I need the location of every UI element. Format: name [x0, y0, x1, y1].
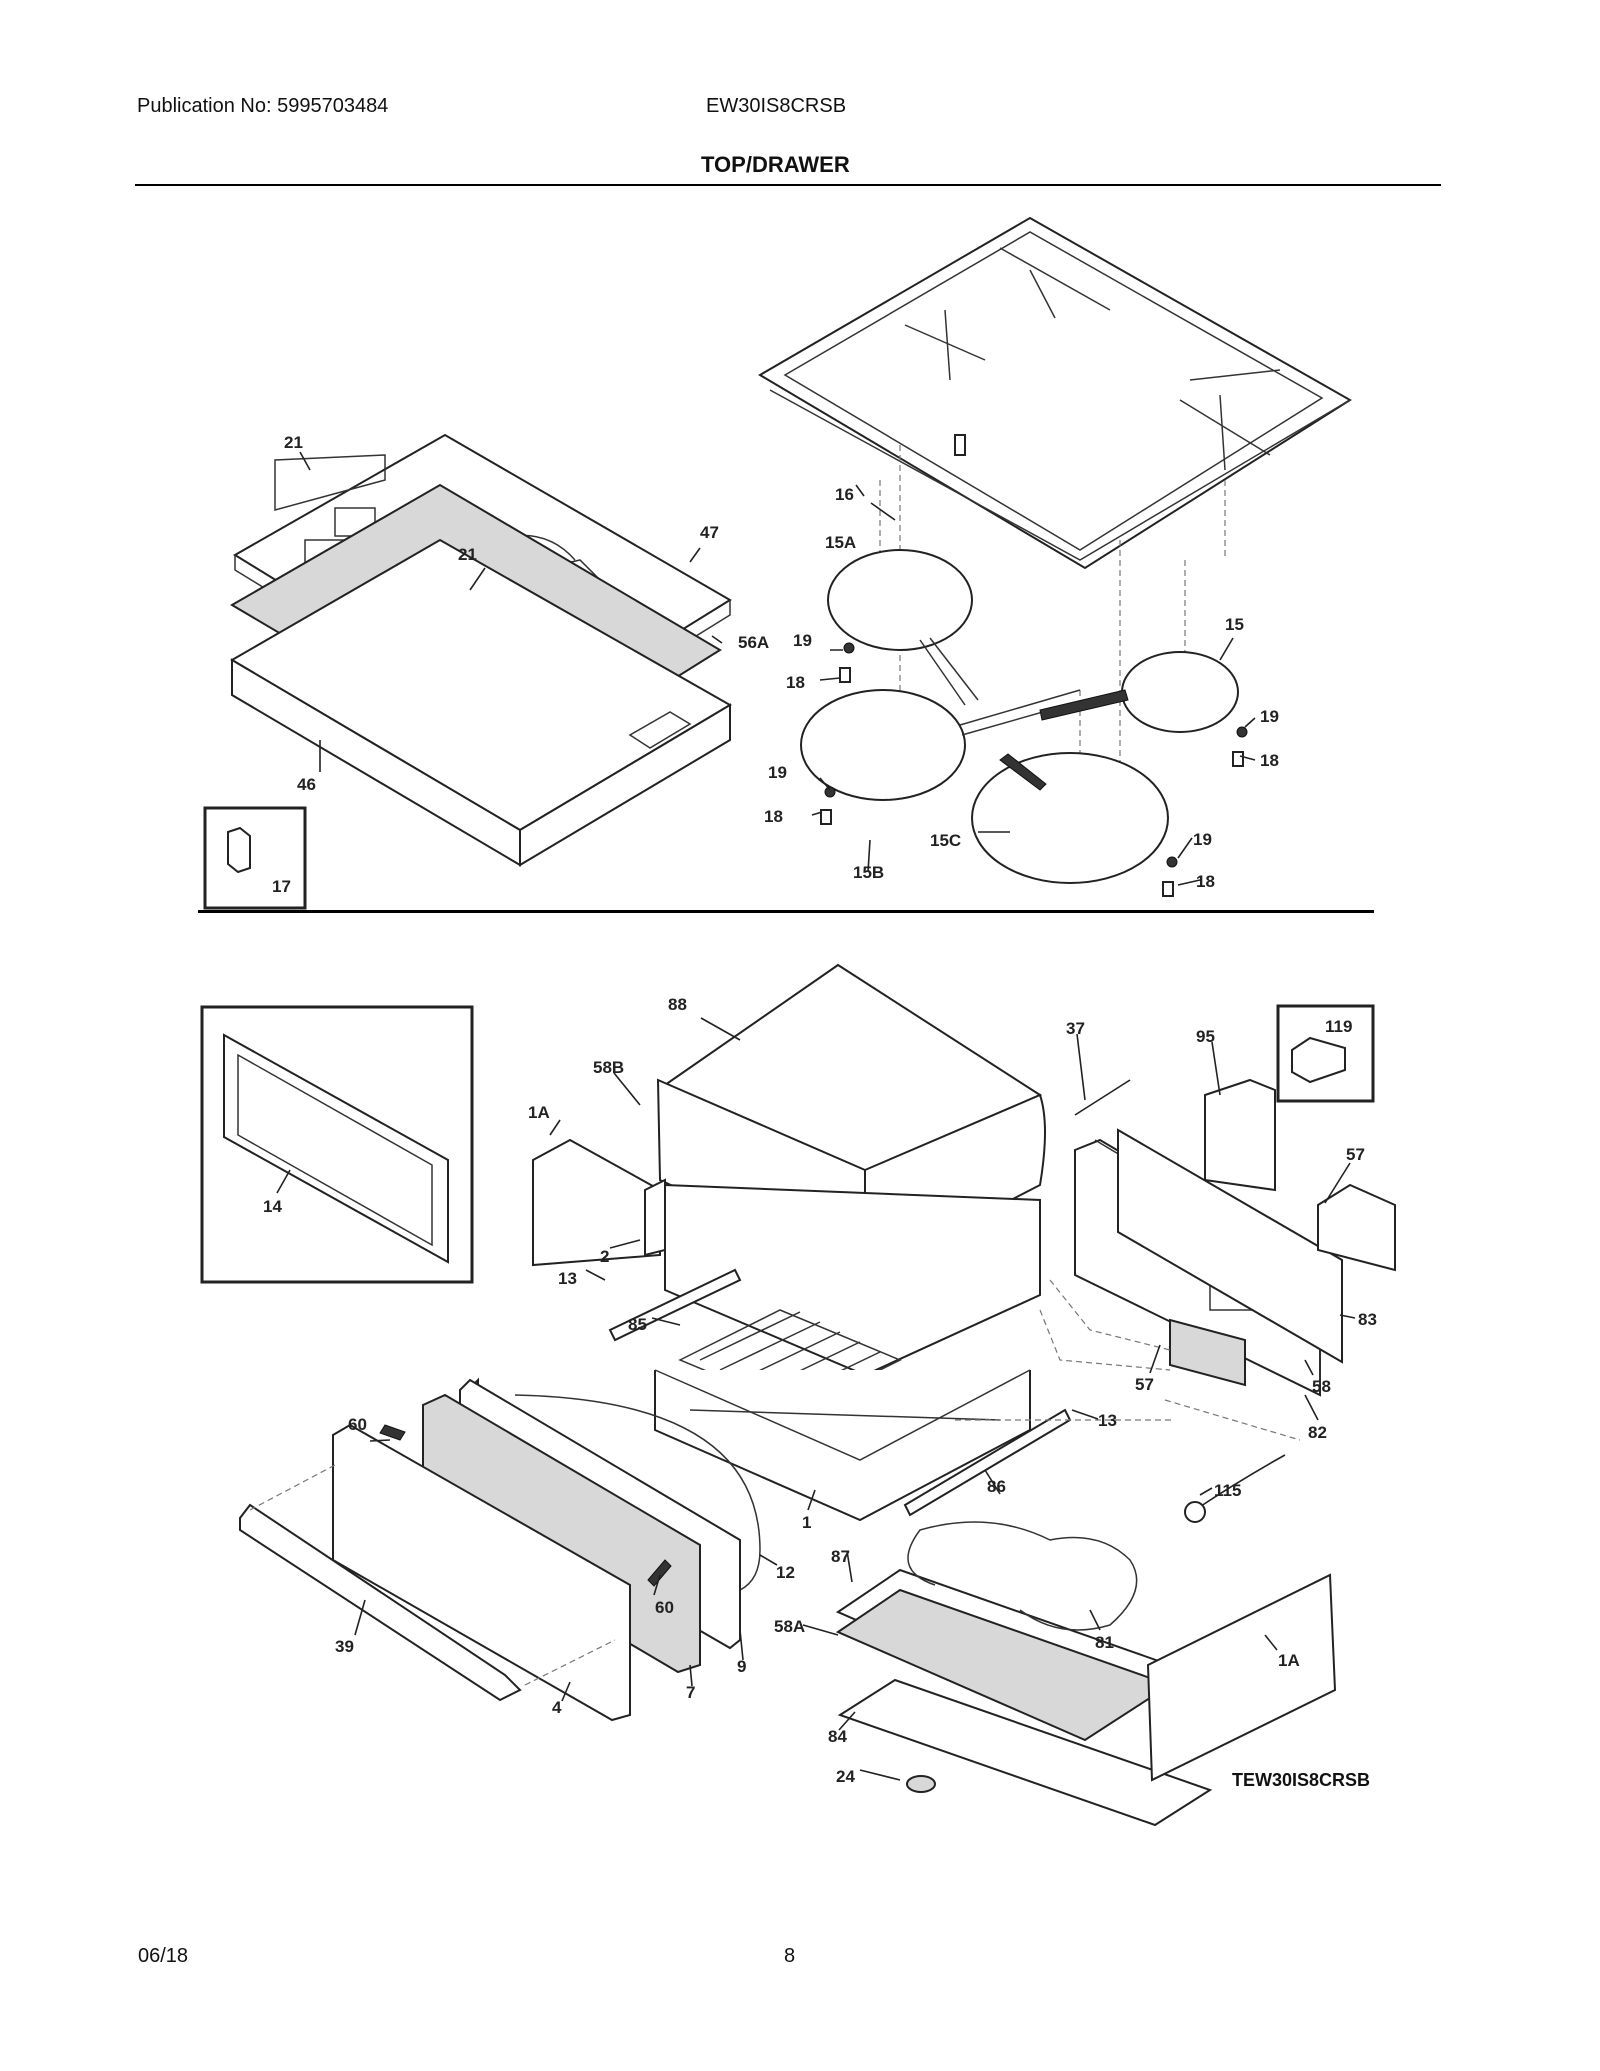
label-60: 60 — [655, 1598, 674, 1617]
label-13: 13 — [558, 1269, 577, 1288]
label-19: 19 — [1193, 830, 1212, 849]
footer-date: 06/18 — [138, 1945, 189, 1967]
foot-part-24 — [906, 1775, 936, 1793]
label-15A: 15A — [825, 533, 856, 552]
label-119: 119 — [1325, 1017, 1352, 1036]
label-19: 19 — [793, 631, 812, 650]
label-95: 95 — [1196, 1027, 1215, 1046]
cooktop-glass-part-16 — [758, 216, 1352, 570]
label-57: 57 — [1135, 1375, 1154, 1394]
section-title: TOP/DRAWER — [701, 152, 850, 177]
label-86: 86 — [987, 1477, 1006, 1496]
screw-part-60-bottom — [647, 1559, 672, 1587]
label-1A: 1A — [528, 1103, 550, 1122]
wire-part-115 — [1194, 1454, 1286, 1511]
bracket-part-17 — [227, 826, 251, 874]
label-14: 14 — [263, 1197, 282, 1216]
inset-box-119 — [1276, 1004, 1375, 1103]
label-9: 9 — [737, 1657, 746, 1676]
label-24: 24 — [836, 1767, 855, 1786]
label-17: 17 — [272, 877, 291, 896]
element-part-15C — [971, 752, 1169, 884]
label-83: 83 — [1358, 1310, 1377, 1329]
label-37: 37 — [1066, 1019, 1085, 1038]
part-labels: 21 21 47 16 15A 15 56A 19 18 19 18 19 18… — [263, 433, 1377, 1786]
label-81: 81 — [1095, 1633, 1114, 1652]
drawer-liner — [664, 1183, 1041, 1377]
clips-and-screws — [820, 642, 1248, 897]
sensor-part-37 — [1074, 1079, 1131, 1116]
label-21: 21 — [284, 433, 303, 452]
label-18: 18 — [1260, 751, 1279, 770]
label-12: 12 — [776, 1563, 795, 1582]
label-15: 15 — [1225, 615, 1244, 634]
label-115: 115 — [1214, 1481, 1241, 1500]
label-56A: 56A — [738, 633, 769, 652]
plug-part-115 — [1184, 1501, 1206, 1523]
label-18: 18 — [786, 673, 805, 692]
plate-part-57-top — [1317, 1183, 1396, 1272]
label-18: 18 — [764, 807, 783, 826]
panel-part-83 — [1117, 1128, 1343, 1364]
bracket-part-95 — [1204, 1078, 1276, 1192]
drawer-tub-part-1 — [654, 1369, 1031, 1522]
label-19: 19 — [1260, 707, 1279, 726]
label-58A: 58A — [774, 1617, 805, 1636]
label-46: 46 — [297, 775, 316, 794]
label-2: 2 — [600, 1247, 609, 1266]
header-rule — [135, 184, 1441, 186]
base-part-84 — [837, 1678, 1213, 1827]
label-60: 60 — [348, 1415, 367, 1434]
switch-part-119 — [1291, 1036, 1346, 1084]
label-1: 1 — [802, 1513, 811, 1532]
label-88: 88 — [668, 995, 687, 1014]
label-19: 19 — [768, 763, 787, 782]
label-16: 16 — [835, 485, 854, 504]
label-4: 4 — [552, 1698, 562, 1717]
publication-number: Publication No: 5995703484 — [137, 95, 389, 117]
label-1A: 1A — [1278, 1651, 1300, 1670]
label-7: 7 — [686, 1683, 695, 1702]
label-57: 57 — [1346, 1145, 1365, 1164]
label-15C: 15C — [930, 831, 961, 850]
element-part-15 — [1039, 651, 1239, 733]
label-13: 13 — [1098, 1411, 1117, 1430]
element-part-12 — [514, 1394, 761, 1591]
leader-lines — [276, 451, 1356, 1781]
label-47: 47 — [700, 523, 719, 542]
plate-part-57-bottom — [1169, 1318, 1246, 1387]
label-84: 84 — [828, 1727, 847, 1746]
label-39: 39 — [335, 1637, 354, 1656]
label-58: 58 — [1312, 1377, 1331, 1396]
rail-part-13-left — [608, 1268, 742, 1342]
diagram-code: TEW30IS8CRSB — [1232, 1770, 1370, 1790]
label-82: 82 — [1308, 1423, 1327, 1442]
side-panel-part-1A-left — [532, 1138, 661, 1267]
label-58B: 58B — [593, 1058, 624, 1077]
footer-page-number: 8 — [784, 1945, 796, 1967]
screw-part-60-top — [379, 1424, 406, 1441]
element-part-15A — [827, 549, 979, 706]
gasket-part-14 — [223, 1033, 449, 1264]
element-part-81 — [907, 1521, 1138, 1631]
section-divider — [198, 910, 1374, 913]
model-number: EW30IS8CRSB — [706, 95, 847, 117]
inset-box-17 — [203, 806, 307, 910]
label-85: 85 — [628, 1315, 647, 1334]
label-18: 18 — [1196, 872, 1215, 891]
side-panel-part-1A-right — [1146, 1573, 1337, 1782]
bracket-part-2 — [644, 1178, 666, 1257]
frame-part-46 — [230, 538, 732, 867]
inset-box-14 — [200, 1005, 474, 1284]
handle-part-39 — [239, 1503, 522, 1702]
label-87: 87 — [831, 1547, 850, 1566]
label-15B: 15B — [853, 863, 884, 882]
label-21: 21 — [458, 545, 477, 564]
